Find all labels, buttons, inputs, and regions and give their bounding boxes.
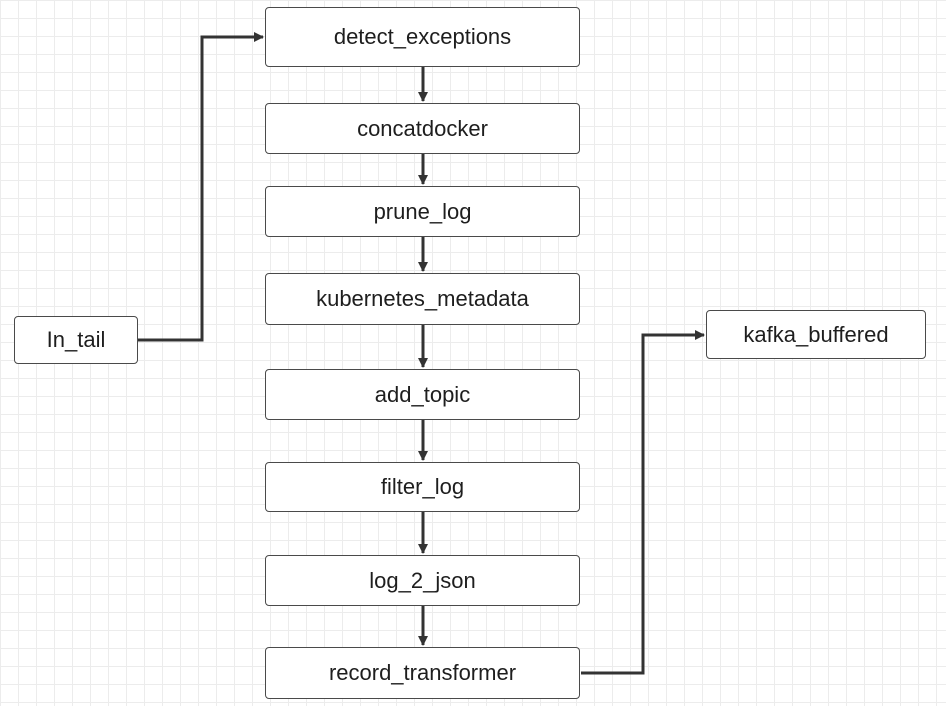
node-kubernetes-metadata[interactable]: kubernetes_metadata <box>265 273 580 325</box>
node-label: concatdocker <box>357 115 488 141</box>
edge-in-tail-to-detect-exceptions <box>138 32 264 342</box>
node-label: In_tail <box>46 327 106 352</box>
node-label: prune_log <box>373 198 472 224</box>
node-label: detect_exceptions <box>333 24 512 49</box>
node-in-tail[interactable]: In_tail <box>14 316 138 364</box>
node-detect-exceptions[interactable]: detect_exceptions <box>265 7 580 67</box>
node-record-transformer[interactable]: record_transformer <box>265 647 580 699</box>
node-label: record_transformer <box>328 660 517 685</box>
node-log-2-json[interactable]: log_2_json <box>265 555 580 606</box>
node-add-topic[interactable]: add_topic <box>265 369 580 420</box>
node-kafka-buffered[interactable]: kafka_buffered <box>706 310 926 359</box>
node-prune-log[interactable]: prune_log <box>265 186 580 237</box>
node-label: log_2_json <box>369 567 476 593</box>
node-filter-log[interactable]: filter_log <box>265 462 580 512</box>
node-label: filter_log <box>380 474 465 499</box>
node-label: kafka_buffered <box>743 321 889 347</box>
node-label: add_topic <box>374 381 471 407</box>
node-label: kubernetes_metadata <box>316 286 529 311</box>
edge-record-transformer-to-kafka-buffered <box>581 330 705 675</box>
node-concatdocker[interactable]: concatdocker <box>265 103 580 154</box>
